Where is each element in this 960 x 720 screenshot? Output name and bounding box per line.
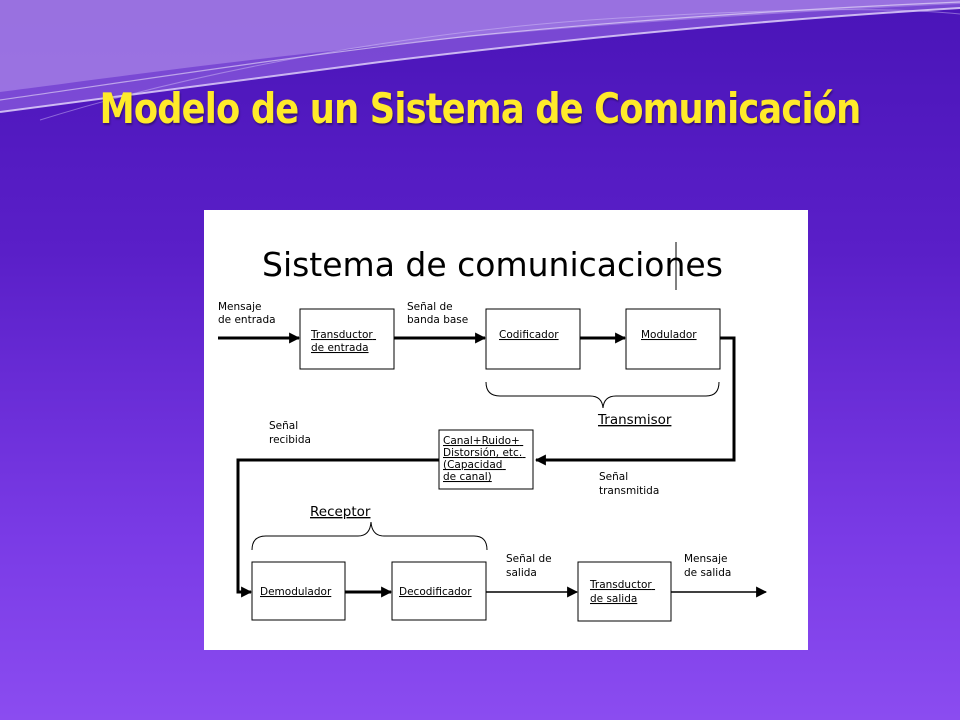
decoder-block: Decodificador — [391, 561, 487, 621]
receiver-brace — [251, 521, 488, 551]
svg-text:Demodulador: Demodulador — [260, 586, 332, 598]
output-signal-label: Señal de salida — [506, 553, 555, 579]
diagram-title: Sistema de comunicaciones — [262, 245, 723, 284]
receiver-label: Receptor — [310, 504, 371, 520]
communication-system-diagram: Sistema de comunicaciones Mensaje de ent… — [218, 242, 768, 622]
received-signal-label: Señal recibida — [269, 420, 311, 446]
received-signal-path — [236, 458, 439, 598]
modulator-block: Modulador — [625, 308, 721, 370]
diagram-panel: Sistema de comunicaciones Mensaje de ent… — [204, 210, 808, 650]
encoder-block: Codificador — [485, 308, 581, 370]
svg-text:Modulador: Modulador — [641, 329, 697, 341]
baseband-signal-label: Señal de banda base — [407, 301, 468, 326]
input-message-label: Mensaje de entrada — [218, 301, 276, 326]
svg-text:Canal+Ruido+ Distorsió: Canal+Ruido+ Distorsión, etc. (Capacidad… — [443, 435, 526, 483]
svg-text:Transductor de salida: Transductor de salida — [589, 579, 655, 605]
svg-text:Codificador: Codificador — [499, 329, 559, 341]
svg-text:Decodificador: Decodificador — [399, 586, 472, 598]
slide-title: Modelo de un Sistema de Comunicación — [99, 84, 862, 133]
output-transducer-block: Transductor de salida — [577, 561, 672, 622]
transmitted-signal-label: Señal transmitida — [599, 471, 659, 497]
channel-block: Canal+Ruido+ Distorsión, etc. (Capacidad… — [438, 429, 534, 490]
transmitted-signal-path — [534, 336, 736, 466]
demodulator-block: Demodulador — [251, 561, 346, 621]
input-transducer-block: Transductor de entrada — [299, 308, 395, 370]
svg-text:Transductor de entrada: Transductor de entrada — [310, 329, 376, 354]
transmitter-brace — [485, 381, 720, 409]
output-message-label: Mensaje de salida — [684, 553, 731, 579]
transmitter-label: Transmisor — [597, 412, 672, 428]
